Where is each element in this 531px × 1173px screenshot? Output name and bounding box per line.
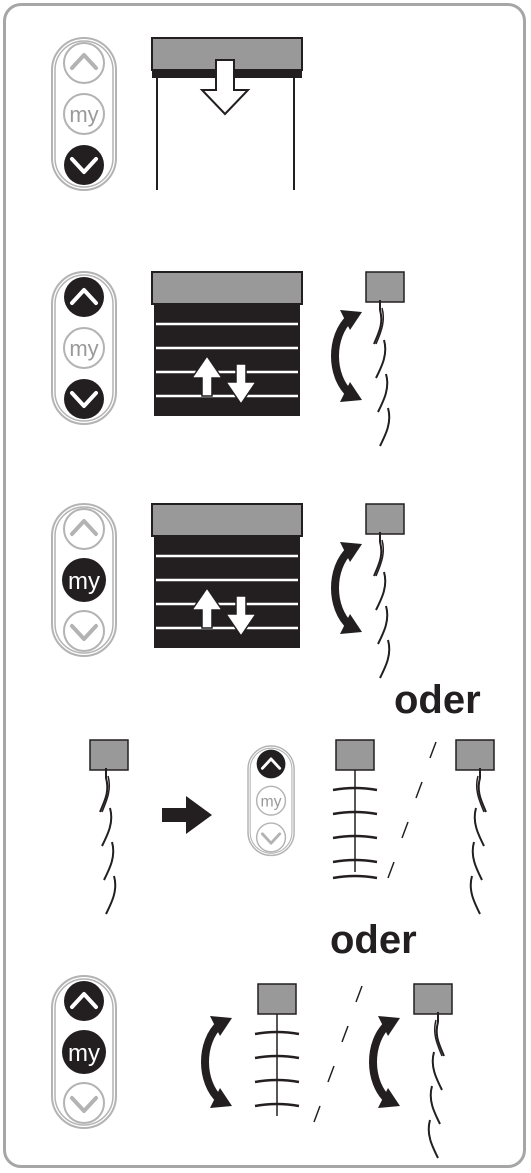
slat-side-view <box>365 503 405 679</box>
slats-horizontal-view <box>254 983 300 1116</box>
up-button <box>63 42 105 84</box>
slat-side-view-end <box>455 739 495 915</box>
remote-control-small: my <box>247 745 295 857</box>
tilt-arrow-icon <box>373 1016 400 1108</box>
right-arrow-icon <box>162 796 212 834</box>
down-arrow-icon <box>199 59 251 116</box>
my-button: my <box>63 93 105 135</box>
up-button <box>63 508 105 550</box>
step-4: my <box>89 739 495 915</box>
my-button: my <box>63 327 105 369</box>
up-arrow-icon <box>190 354 224 397</box>
tilt-arrow-icon <box>335 542 362 634</box>
my-label: my <box>68 1040 100 1067</box>
down-button <box>64 379 104 419</box>
step-2: my <box>51 271 405 447</box>
closed-blind-illustration <box>151 503 303 648</box>
head-rail <box>151 503 303 537</box>
down-arrow-icon <box>224 363 258 406</box>
blind-lowering-illustration <box>151 37 303 190</box>
slat-side-view-start <box>89 739 129 915</box>
my-label: my <box>69 102 98 127</box>
step-1: my <box>51 37 303 191</box>
up-button <box>256 749 286 779</box>
up-button <box>64 277 104 317</box>
step-3: my <box>51 503 405 679</box>
down-button <box>63 1082 105 1124</box>
remote-control: my <box>51 271 117 425</box>
my-button: my <box>255 785 287 816</box>
slat-side-view-end <box>413 983 453 1159</box>
instruction-frame <box>3 3 526 1168</box>
my-label: my <box>69 336 98 361</box>
slats-horizontal-view <box>332 739 378 880</box>
down-button <box>64 145 104 185</box>
remote-control: my <box>51 975 117 1129</box>
or-label-1: oder <box>394 678 481 722</box>
up-arrow-icon <box>190 586 224 629</box>
or-label-2: oder <box>330 918 417 962</box>
slat-panel <box>154 304 300 416</box>
my-button: my <box>62 558 106 602</box>
step-5: my <box>51 975 453 1159</box>
my-label: my <box>260 793 281 810</box>
tilt-arrow-icon <box>205 1016 232 1108</box>
slash-divider <box>387 741 437 879</box>
slat-side-view <box>365 271 405 447</box>
slash-divider <box>313 985 363 1123</box>
down-button <box>63 610 105 652</box>
head-rail <box>151 271 303 305</box>
down-button <box>255 822 287 853</box>
my-button: my <box>62 1030 106 1074</box>
closed-blind-illustration <box>151 271 303 416</box>
tilt-arrow-icon <box>335 310 362 402</box>
remote-control: my <box>51 37 117 191</box>
down-arrow-icon <box>224 595 258 638</box>
remote-control: my <box>51 503 117 657</box>
slat-panel <box>154 536 300 648</box>
up-button <box>64 981 104 1021</box>
my-label: my <box>68 568 100 595</box>
